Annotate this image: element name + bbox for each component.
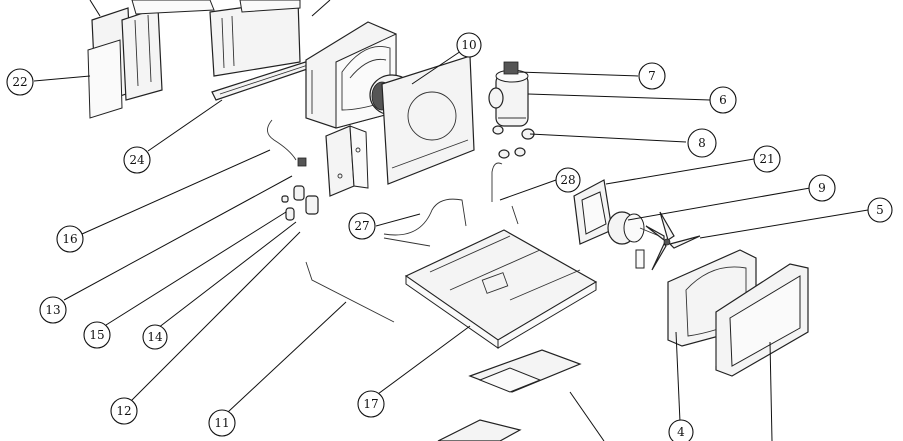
partition-panel [381,55,475,185]
callout-28: 28 [555,167,581,193]
callout-27: 27 [348,212,376,240]
callout-9: 9 [808,174,836,202]
grommets [492,125,535,159]
refrigerant-tubes [383,162,519,247]
base-pan [404,229,598,349]
callout-5-label: 5 [876,203,884,217]
condenser-coil [715,263,809,377]
fan-blade [635,211,701,271]
callout-10: 10 [456,32,482,58]
callout-5: 5 [867,197,893,223]
capacitors [281,185,319,221]
callout-24: 24 [123,146,151,174]
callout-22: 22 [6,68,34,96]
callout-11: 11 [208,409,236,437]
callout-15-label: 15 [89,328,104,342]
compressor [488,61,529,127]
callout-24-label: 24 [129,153,145,167]
support-rod [305,261,395,323]
callout-7-label: 7 [648,69,656,83]
callout-16: 16 [56,225,84,253]
callout-10-label: 10 [461,38,476,52]
callout-21-label: 21 [759,152,774,166]
callout-9-label: 9 [818,181,826,195]
callout-4-label: 4 [677,425,685,439]
callout-27-label: 27 [354,219,369,233]
callout-17-label: 17 [363,397,378,411]
callout-13: 13 [39,296,67,324]
callout-8-label: 8 [698,136,706,150]
callout-6: 6 [709,86,737,114]
callout-12: 12 [110,397,138,425]
callout-22-label: 22 [12,75,27,89]
fan-motor [607,211,665,245]
callout-11-label: 11 [214,416,229,430]
callout-12-label: 12 [116,404,131,418]
callout-16-label: 16 [62,232,77,246]
motor-bracket [573,179,613,245]
wire-harness [267,119,307,167]
callout-21: 21 [753,145,781,173]
callout-13-label: 13 [45,303,60,317]
control-bracket [325,125,369,197]
callout-14: 14 [142,324,168,350]
callout-6-label: 6 [719,93,727,107]
callout-28-label: 28 [560,173,575,187]
callout-15: 15 [83,321,111,349]
callout-4: 4 [668,419,694,441]
callout-8: 8 [687,128,717,158]
side-panel [87,0,215,119]
top-bracket [209,0,301,77]
callout-7: 7 [638,62,666,90]
leader-lines [33,0,869,441]
bottom-tray [437,349,582,441]
callout-17: 17 [357,390,385,418]
callout-14-label: 14 [147,330,163,344]
